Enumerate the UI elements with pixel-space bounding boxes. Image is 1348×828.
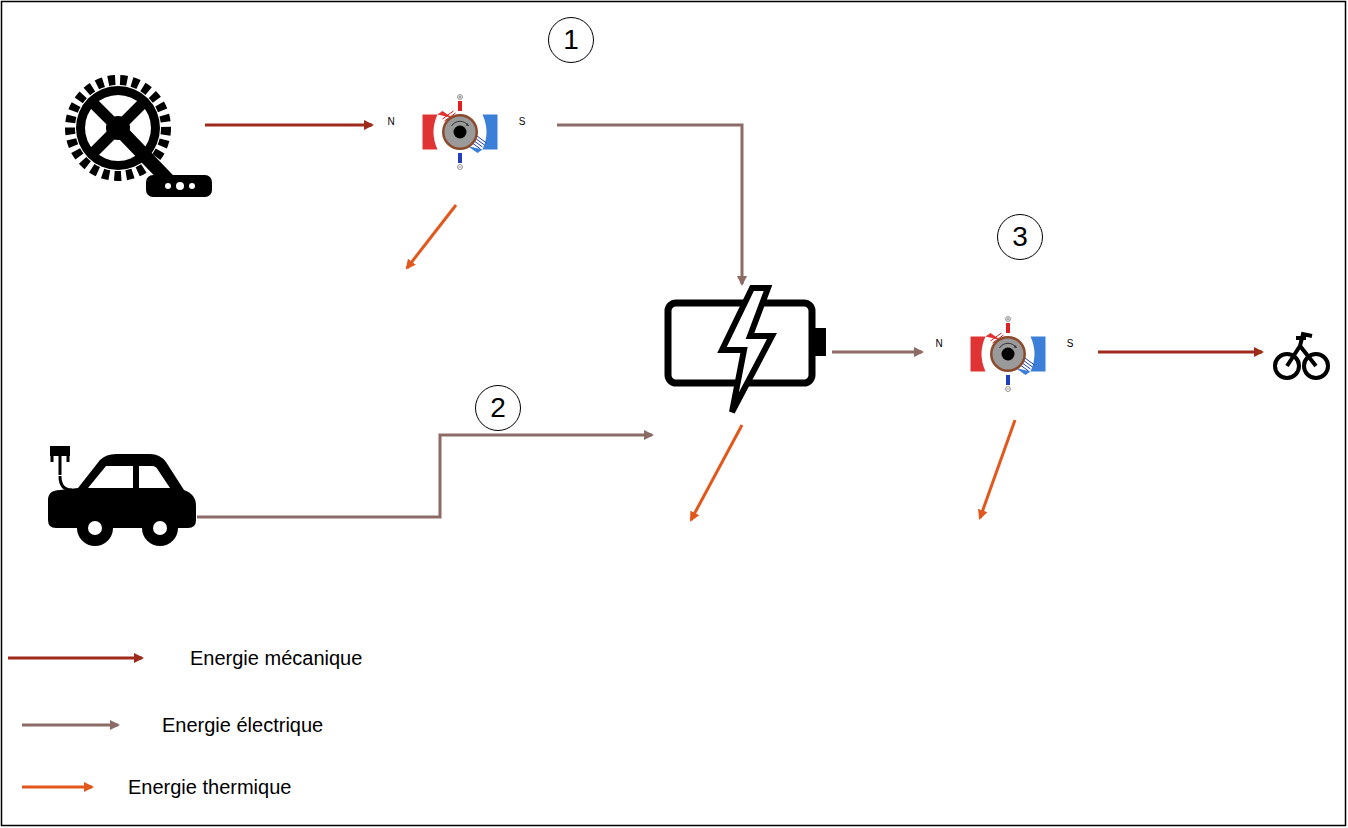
callout-number: 2	[490, 394, 506, 422]
crank-icon	[70, 80, 212, 197]
callout-circle: 3	[997, 214, 1043, 260]
legend-sample	[22, 724, 118, 727]
battery-icon	[668, 288, 826, 412]
magnet-pole-label: S	[519, 117, 526, 127]
legend-sample	[8, 657, 142, 660]
magnet-pole-label: S	[1067, 339, 1074, 349]
thermal-flow	[980, 420, 1015, 518]
mechanical-flow	[205, 124, 372, 127]
thermal-flow	[691, 425, 742, 520]
electrical-flow	[557, 125, 742, 284]
car-icon	[48, 446, 196, 546]
callout-circle: 1	[548, 17, 594, 63]
legend-text: Energie mécanique	[190, 648, 362, 668]
motor-1	[423, 95, 498, 170]
thermal-flow	[407, 205, 456, 268]
legend-text: Energie électrique	[162, 715, 323, 735]
electrical-flow	[197, 435, 652, 517]
callout-number: 3	[1012, 223, 1028, 251]
bike-icon	[1275, 334, 1328, 378]
callout-circle: 2	[475, 385, 521, 431]
magnet-pole-label: N	[935, 339, 942, 349]
callout-number: 1	[563, 26, 579, 54]
motor-3	[971, 317, 1046, 392]
electrical-flow	[832, 351, 922, 354]
legend-text: Energie thermique	[128, 777, 291, 797]
magnet-pole-label: N	[387, 117, 394, 127]
legend-sample	[22, 786, 92, 789]
mechanical-flow	[1098, 351, 1262, 354]
